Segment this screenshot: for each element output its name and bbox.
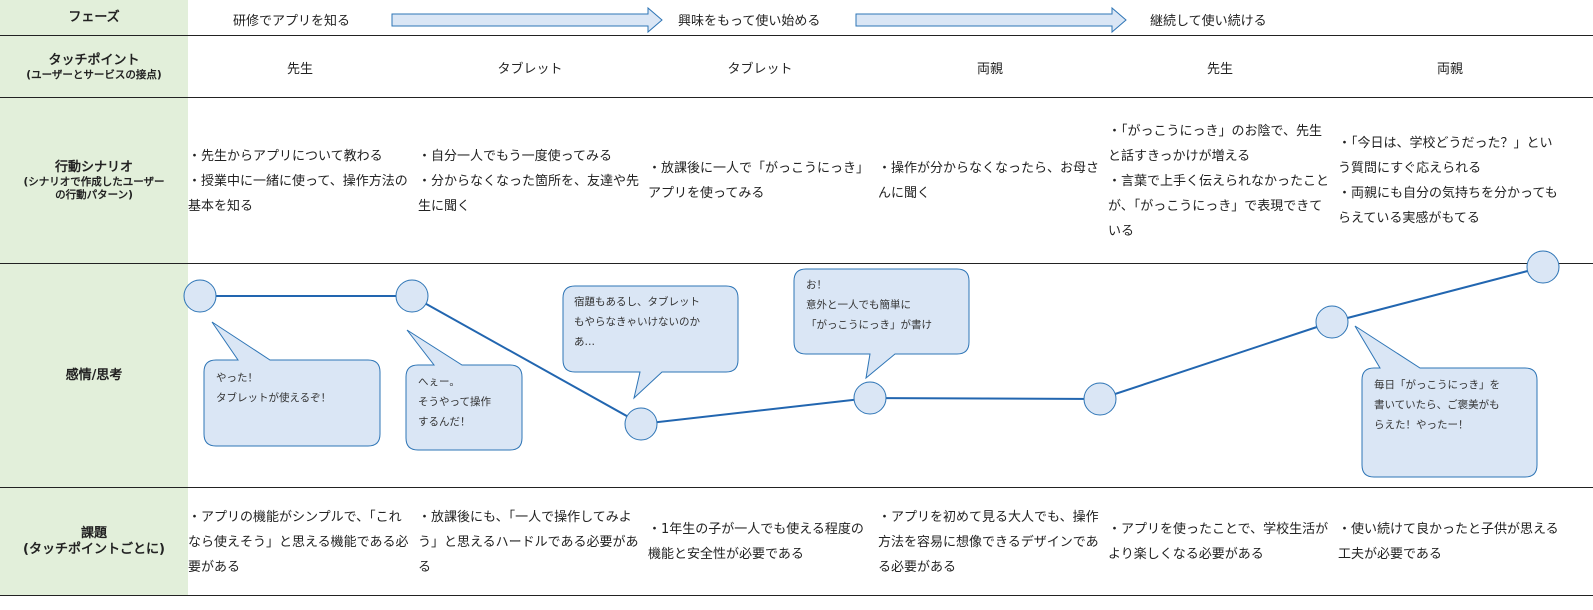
scenario-6-item-2: ・両親にも自分の気持ちを分かってもらえている実感がもてる xyxy=(1338,186,1558,226)
scenario-3-item-1: ・放課後に一人で「がっこうにっき」アプリを使ってみる xyxy=(648,161,870,201)
scenario-5-item-1: ・「がっこうにっき」のお陰で、先生と話すきっかけが増える xyxy=(1108,123,1322,164)
issue-cell-3: ・1年生の子が一人でも使える程度の機能と安全性が必要である xyxy=(648,488,870,596)
touchpoint-6: 両親 xyxy=(1436,62,1463,77)
emotion-point-6 xyxy=(1315,305,1349,339)
divider-2 xyxy=(0,97,1593,98)
bubble-4-line-3: 「がっこうにっき」が書け xyxy=(806,319,932,331)
phase-arrow-2 xyxy=(855,6,1127,34)
issue-3: ・1年生の子が一人でも使える程度の機能と安全性が必要である xyxy=(648,522,864,562)
touchpoint-1: 先生 xyxy=(286,62,313,77)
scenario-5-item-2: ・言葉で上手く伝えられなかったことが、「がっこうにっき」で表現できている xyxy=(1108,173,1330,239)
bubble-shape-4 xyxy=(793,268,970,380)
scenario-cell-3: ・放課後に一人で「がっこうにっき」アプリを使ってみる xyxy=(648,98,870,264)
emotion-point-3 xyxy=(624,407,658,441)
issue-cell-5: ・アプリを使ったことで、学校生活がより楽しくなる必要がある xyxy=(1108,488,1330,596)
issue-5: ・アプリを使ったことで、学校生活がより楽しくなる必要がある xyxy=(1108,522,1329,562)
touchpoint-4: 両親 xyxy=(976,62,1003,77)
label-column xyxy=(0,0,188,596)
bubble-3-line-2: もやらなきゃいけないのか xyxy=(574,316,700,328)
emotion-point-7 xyxy=(1526,250,1560,284)
scenario-4-item-1: ・操作が分からなくなったら、お母さんに聞く xyxy=(878,161,1100,201)
bubble-shape-3 xyxy=(562,285,739,400)
scenario-cell-6: ・「今日は、学校どうだった？」という質問にすぐ応えられる ・両親にも自分の気持ち… xyxy=(1338,98,1560,264)
scenario-row-label: 行動シナリオ (シナリオで作成したユーザー の行動パターン) xyxy=(0,98,188,264)
phase-label: フェーズ xyxy=(68,10,120,25)
scenario-cell-2: ・自分一人でもう一度使ってみる ・分からなくなった箇所を、友達や先生に聞く xyxy=(418,98,640,264)
touchpoint-2: タブレット xyxy=(497,62,563,77)
scenario-1-item-1: ・先生からアプリについて教わる xyxy=(188,148,383,164)
bubble-5-line-2: 書いていたら、ご褒美がも xyxy=(1374,399,1500,411)
bubble-2-line-3: するんだ！ xyxy=(418,416,471,428)
touchpoint-5: 先生 xyxy=(1206,62,1233,77)
scenario-6-item-1: ・「今日は、学校どうだった？」という質問にすぐ応えられる xyxy=(1338,136,1553,176)
phase-1: 研修でアプリを知る xyxy=(233,14,351,29)
emotion-point-2 xyxy=(395,279,429,313)
bubble-5-line-1: 毎日「がっこうにっき」を xyxy=(1374,379,1500,391)
divider-5 xyxy=(0,595,1593,596)
bubble-2-line-2: そうやって操作 xyxy=(418,396,491,408)
bubble-5: 毎日「がっこうにっき」を 書いていたら、ご褒美がも らえた！やったー！ xyxy=(1374,375,1500,435)
scenario-cell-5: ・「がっこうにっき」のお陰で、先生と話すきっかけが増える ・言葉で上手く伝えられ… xyxy=(1108,98,1330,264)
emotion-row-label: 感情/思考 xyxy=(0,264,188,488)
emotion-point-4 xyxy=(853,381,887,415)
bubble-3: 宿題もあるし、タブレット もやらなきゃいけないのか あ… xyxy=(574,292,700,352)
scenario-cell-1: ・先生からアプリについて教わる ・授業中に一緒に使って、操作方法の基本を知る xyxy=(188,98,410,264)
phase-row-label: フェーズ xyxy=(0,0,188,36)
touchpoint-3: タブレット xyxy=(727,62,793,77)
touchpoint-sub-label: (ユーザーとサービスの接点) xyxy=(26,68,162,81)
bubble-1-line-1: やった！ xyxy=(216,372,258,384)
scenario-1-item-2: ・授業中に一緒に使って、操作方法の基本を知る xyxy=(188,173,408,214)
bubble-3-line-3: あ… xyxy=(574,336,595,348)
issue-4: ・アプリを初めて見る大人でも、操作方法を容易に想像できるデザインである必要がある xyxy=(878,509,1099,575)
issue-cell-4: ・アプリを初めて見る大人でも、操作方法を容易に想像できるデザインである必要がある xyxy=(878,488,1100,596)
issue-1: ・アプリの機能がシンプルで、「これなら使えそう」と思える機能である必要がある xyxy=(188,509,409,575)
emotion-point-5 xyxy=(1083,382,1117,416)
bubble-1: やった！ タブレットが使えるぞ！ xyxy=(216,368,331,408)
phase-3: 継続して使い続ける xyxy=(1150,14,1267,29)
phase-arrows xyxy=(391,6,1127,34)
scenario-2-item-1: ・自分一人でもう一度使ってみる xyxy=(418,148,612,164)
issue-cell-2: ・放課後にも、「一人で操作してみよう」と思えるハードルである必要がある xyxy=(418,488,640,596)
bubble-1-line-2: タブレットが使えるぞ！ xyxy=(216,392,332,404)
issue-cell-6: ・使い続けて良かったと子供が思える工夫が必要である xyxy=(1338,488,1560,596)
phase-2: 興味をもって使い始める xyxy=(678,14,821,29)
issue-cell-1: ・アプリの機能がシンプルで、「これなら使えそう」と思える機能である必要がある xyxy=(188,488,410,596)
divider-3 xyxy=(0,263,1593,264)
bubble-shape-2 xyxy=(405,329,523,451)
divider-4 xyxy=(0,487,1593,488)
bubble-4-line-1: お！ xyxy=(806,279,827,291)
scenario-sub-label-1: (シナリオで作成したユーザー xyxy=(23,176,165,188)
bubble-4-line-2: 意外と一人でも簡単に xyxy=(806,299,911,311)
bubble-4: お！ 意外と一人でも簡単に 「がっこうにっき」が書け xyxy=(806,275,932,335)
bubble-2-line-1: へぇー。 xyxy=(418,376,460,388)
bubble-2: へぇー。 そうやって操作 するんだ！ xyxy=(418,372,491,432)
issue-row-label: 課題 (タッチポイントごとに) xyxy=(0,488,188,596)
scenario-2-item-2: ・分からなくなった箇所を、友達や先生に聞く xyxy=(418,173,640,214)
emotion-label: 感情/思考 xyxy=(65,368,123,383)
bubble-shape-5 xyxy=(1354,325,1538,478)
bubble-shape-1 xyxy=(203,321,381,447)
scenario-label: 行動シナリオ xyxy=(54,160,133,175)
emotion-point-1 xyxy=(183,279,217,313)
touchpoint-label: タッチポイント xyxy=(48,52,140,68)
scenario-cell-4: ・操作が分からなくなったら、お母さんに聞く xyxy=(878,98,1100,264)
issue-label: 課題 xyxy=(80,526,107,541)
touchpoint-row-label: タッチポイント (ユーザーとサービスの接点) xyxy=(0,36,188,98)
issue-2: ・放課後にも、「一人で操作してみよう」と思えるハードルである必要がある xyxy=(418,509,639,575)
issue-sub-label: (タッチポイントごとに) xyxy=(23,542,165,557)
issue-6: ・使い続けて良かったと子供が思える工夫が必要である xyxy=(1338,522,1559,562)
bubble-5-line-3: らえた！やったー！ xyxy=(1374,419,1469,431)
divider-1 xyxy=(0,35,1593,36)
scenario-sub-label-2: の行動パターン) xyxy=(55,189,133,201)
phase-arrow-1 xyxy=(391,6,663,34)
bubble-3-line-1: 宿題もあるし、タブレット xyxy=(574,296,700,308)
